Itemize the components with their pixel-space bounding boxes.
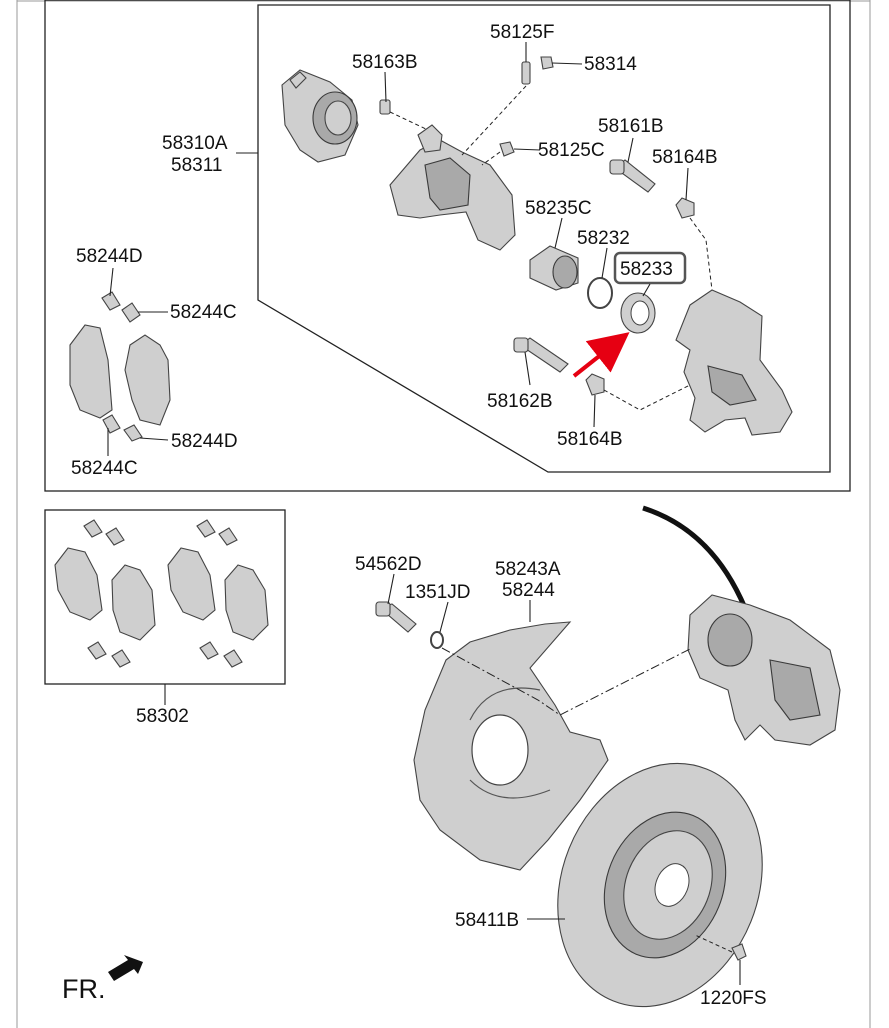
bleeder-plug-part (481, 141, 515, 166)
guide-rod-upper-part (609, 159, 656, 193)
label-pad-clip-bottom-right: 58244D (171, 431, 238, 452)
label-front-indicator: FR. (62, 974, 106, 1004)
piston-seal-part (587, 277, 613, 309)
piston-boot-part (620, 292, 656, 334)
label-pad-kit: 58302 (136, 706, 189, 727)
guide-bolt-upper-part (379, 99, 429, 131)
caliper-section-frame (44, 0, 851, 492)
leader-lines (107, 42, 741, 985)
disc-screw-part (694, 934, 747, 961)
boot-upper-part (675, 197, 713, 291)
label-piston-boot: 58233 (620, 259, 673, 280)
boot-lower-part (585, 373, 691, 411)
guide-rod-lower-part (513, 337, 569, 373)
label-guide-rod-upper: 58161B (598, 116, 664, 137)
rotation-arc (642, 505, 748, 609)
label-piston-seal: 58232 (577, 228, 630, 249)
highlight-arrow (572, 332, 630, 378)
label-caliper-assy-1: 58310A (162, 133, 228, 154)
label-pad-clip-top-right: 58244C (170, 302, 237, 323)
bleeder-cap-part (540, 56, 554, 70)
caliper-bracket (675, 289, 793, 436)
label-caliper-assy-2: 58311 (171, 155, 222, 176)
brake-pads-top (69, 291, 171, 442)
piston-part (529, 245, 579, 291)
assembly-centerline (441, 647, 693, 716)
front-arrow-icon (108, 955, 143, 981)
label-dust-cover-1: 58243A (495, 559, 561, 580)
washer-part (430, 631, 444, 649)
caliper-assembled (687, 594, 841, 746)
label-guide-bolt-upper: 58163B (352, 52, 418, 73)
label-disc-screw: 1220FS (700, 988, 767, 1009)
label-bleeder-screw: 58125F (490, 22, 554, 43)
caliper-carrier (389, 124, 516, 251)
bleeder-screw-part (461, 61, 531, 156)
label-disc: 58411B (455, 910, 519, 931)
label-pad-clip-top-left: 58244D (76, 246, 143, 267)
caliper-housing (281, 69, 359, 163)
label-guide-rod-lower: 58162B (487, 391, 553, 412)
caliper-bolt-part (375, 601, 417, 633)
label-dust-cover-2: 58244 (502, 580, 555, 601)
label-pad-clip-bottom-left: 58244C (71, 458, 138, 479)
label-boot-upper: 58164B (652, 147, 718, 168)
highlight-box-58233 (613, 251, 687, 285)
caliper-exploded-frame (257, 4, 831, 473)
label-boot-lower: 58164B (557, 429, 623, 450)
label-bleeder-cap: 58314 (584, 54, 637, 75)
pad-kit-parts (54, 519, 269, 668)
dust-cover-part (413, 621, 609, 871)
label-piston: 58235C (525, 198, 592, 219)
label-caliper-bolt: 54562D (355, 554, 422, 575)
disc-part (557, 762, 763, 1008)
label-washer: 1351JD (405, 582, 471, 603)
label-bleeder-plug: 58125C (538, 140, 605, 161)
